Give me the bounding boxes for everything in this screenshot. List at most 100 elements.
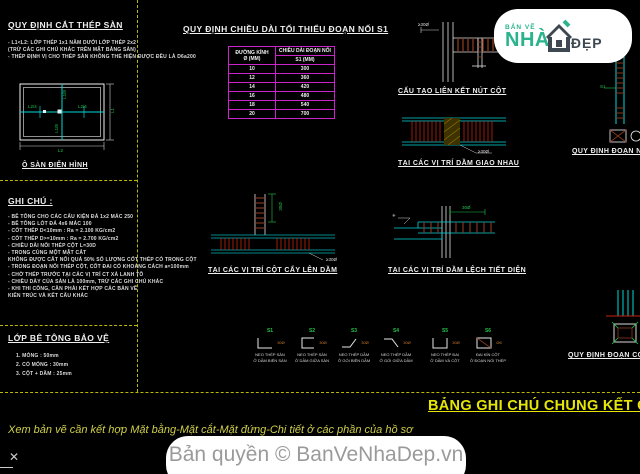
dim-label: 30Ø (462, 205, 471, 210)
cell-length: 480 (275, 91, 335, 101)
table-col1-header-1: ĐƯỜNG KÍNH (235, 49, 269, 56)
frame-tick (0, 467, 13, 468)
rebar-code: S1 (266, 328, 274, 334)
rebar-ladder-fragment (472, 38, 486, 68)
note-line: - CỐT THÉP D<10mm : Ra = 2.100 KG/cm2 (8, 228, 116, 235)
column-section-drawing (606, 290, 640, 345)
dim-label: L1 (110, 107, 116, 114)
dim-label: L2/4 (78, 104, 87, 109)
splice-table-title: QUY ĐỊNH CHIỀU DÀI TỐI THIỂU ĐOẠN NỐI S1 (183, 24, 389, 34)
rebar-shape-item: S6 Ø6 ĐAI KÍN CỘT Ở ĐOẠN NỐI THÉP (466, 328, 510, 363)
dim-label: ≥30Ø (326, 257, 337, 262)
rebar-anno: Ø6 (496, 339, 502, 345)
rebar-caption: Ở DẦM VÀ CỘT (430, 357, 460, 363)
slab-cut-rule-line: - L1<L2: LỚP THÉP 1x1 NẰM DƯỚI LỚP THÉP … (8, 40, 137, 46)
dim-label: L2/4 (28, 104, 37, 109)
dim-label: L1/8 (61, 90, 67, 99)
note-line: - TRONG ĐOẠN NỐI THÉP CỘT, CỐT ĐAI CÓ KH… (8, 264, 189, 271)
column-node-joint-title: CẤU TẠO LIÊN KẾT NÚT CỘT (398, 88, 507, 95)
column-section-title: QUY ĐỊNH ĐOẠN CỘT (568, 352, 640, 359)
column-on-beam-drawing (211, 193, 335, 261)
beam-intersection-title: TẠI CÁC VỊ TRÍ DẦM GIAO NHAU (398, 160, 520, 167)
cell-length: 700 (275, 109, 335, 119)
general-notes-title: GHI CHÚ : (8, 196, 53, 206)
cell-diameter: 12 (228, 73, 276, 83)
cover-line: 1. MÓNG : 50mm (16, 353, 59, 359)
rebar-code: S4 (392, 328, 400, 334)
rebar-code: S6 (484, 328, 492, 334)
dim-label: 30Ø (277, 202, 283, 211)
logo-text-block: BẢN VẼ NHÀ (505, 24, 550, 51)
logo-line-nha: NHÀ (505, 28, 550, 51)
cell-length: 360 (275, 73, 335, 83)
column-on-beam-title: TẠI CÁC VỊ TRÍ CỘT CẤY LÊN DẦM (208, 267, 338, 274)
sheet-border-bottom (0, 392, 640, 393)
note-line: - BÊ TÔNG CHO CÁC CẤU KIỆN ĐÁ 1x2 MÁC 25… (8, 214, 134, 220)
dim-label: L2 (58, 148, 64, 153)
rebar-caption: NEO THÉP ĐAI (430, 352, 460, 357)
logo-line-dep: ĐẸP (570, 35, 603, 51)
panel-divider-vertical (137, 0, 138, 392)
note-line: KIẾN TRÚC VÀ KẾT CẤU KHÁC (8, 293, 88, 300)
note-line: - CHIỀU DÀI NỐI THÉP CỘT L=30D (8, 242, 97, 249)
rebar-caption: Ở DẦM BIÊN SÀN (253, 357, 287, 363)
note-line: - CHỜ THÉP TRƯỚC TẠI CÁC VỊ TRÍ CT XÀ LA… (8, 271, 144, 278)
slab-cut-rule-line: - THÉP ĐỊNH VỊ CHO THÉP SÀN KHÔNG THỂ HI… (8, 54, 196, 60)
level-mark: ✳ (392, 213, 396, 218)
concrete-cover-list: 1. MÓNG : 50mm 2. CỔ MÓNG : 30mm 3. CỘT … (16, 352, 72, 379)
table-col2-header-2: S1 (MM) (275, 55, 335, 65)
site-logo[interactable]: BẢN VẼ NHÀ ĐẸP (494, 9, 632, 63)
note-line: - CỐT THÉP D>=10mm : Ra = 2.700 KG/cm2 (8, 235, 119, 242)
rebar-shape-icon (476, 337, 492, 349)
rebar-shape-icon (342, 338, 357, 348)
footer-note: Xem bản vẽ cần kết hợp Mặt bằng-Mặt cắt-… (8, 424, 413, 436)
general-notes-list: - BÊ TÔNG CHO CÁC CẤU KIỆN ĐÁ 1x2 MÁC 25… (8, 214, 197, 300)
rebar-shape-item: S4 30Ø NEO THÉP DẦM Ở GỐI GIỮA DẦM (374, 328, 418, 363)
rebar-caption: Ở GỐI BIÊN DẦM (337, 357, 371, 363)
rebar-anno: 30Ø (319, 339, 327, 345)
rebar-shape-item: S1 30Ø NEO THÉP SÀN Ở DẦM BIÊN SÀN (248, 328, 292, 363)
rebar-caption: Ở GỐI GIỮA DẦM (379, 357, 413, 363)
sheet-title-wrap: BẢNG GHI CHÚ CHUNG KẾT CẤU (428, 397, 640, 415)
cell-length: 420 (275, 82, 335, 92)
cell-diameter: 18 (228, 100, 276, 110)
rebar-anno: 30Ø (277, 339, 285, 345)
cell-diameter: 16 (228, 91, 276, 101)
cell-length: 300 (275, 64, 335, 74)
rebar-caption: NEO THÉP SÀN (255, 352, 285, 357)
beam-intersection-drawing (402, 117, 506, 154)
rebar-code: S3 (350, 328, 358, 334)
splice-length-table: ĐƯỜNG KÍNH Ø (MM) CHIỀU DÀI ĐOẠN NỐI S1 … (228, 46, 335, 119)
house-icon (545, 19, 572, 52)
table-col2-header-1: CHIỀU DÀI ĐOẠN NỐI (275, 46, 335, 56)
copyright-watermark[interactable]: Bản quyền © BanVeNhaDep.vn (166, 436, 466, 474)
rebar-caption: ĐAI KÍN CỘT (475, 352, 500, 357)
typical-slab-panel-drawing (19, 83, 114, 150)
note-line: - KHI THI CÔNG, CẦN PHẢI KẾT HỢP CÁC BẢN… (8, 286, 138, 293)
rebar-anno: 30Ø (361, 339, 369, 345)
note-line: - CHIỀU DÀY CỦA SÀN LÀ 100mm, TRỪ CÁC GH… (8, 278, 164, 285)
beam-offset-title: TẠI CÁC VỊ TRÍ DẦM LỆCH TIẾT DIỆN (388, 267, 527, 274)
rebar-shape-item: S5 30Ø NEO THÉP ĐAI Ở DẦM VÀ CỘT (423, 328, 467, 363)
dim-label: L1/8 (53, 124, 59, 133)
beam-offset-drawing (394, 206, 495, 258)
table-col1-header-2: Ø (MM) (243, 55, 261, 62)
slab-cut-rules-title: QUY ĐỊNH CẮT THÉP SÀN (8, 20, 123, 30)
close-icon[interactable]: ✕ (9, 450, 20, 464)
dim-label: ≥30Ø (478, 149, 489, 154)
column-splice-title: QUY ĐỊNH ĐOẠN NỐI THÉP CỘT (572, 148, 640, 155)
rebar-caption: Ở ĐOẠN NỐI THÉP (469, 357, 507, 363)
slab-cut-rule-line: (TRỪ CÁC GHI CHÚ KHÁC TRÊN MẶT BẰNG SÀN) (8, 47, 136, 53)
rebar-caption: NEO THÉP SÀN (297, 352, 327, 357)
panel-divider-h2 (0, 325, 137, 326)
rebar-anno: 30Ø (403, 339, 411, 345)
dim-label: ≥30Ø (418, 22, 429, 27)
rebar-mark: S1 (600, 84, 606, 89)
rebar-shape-icon (384, 338, 399, 348)
copyright-text: Bản quyền © BanVeNhaDep.vn (168, 443, 464, 466)
